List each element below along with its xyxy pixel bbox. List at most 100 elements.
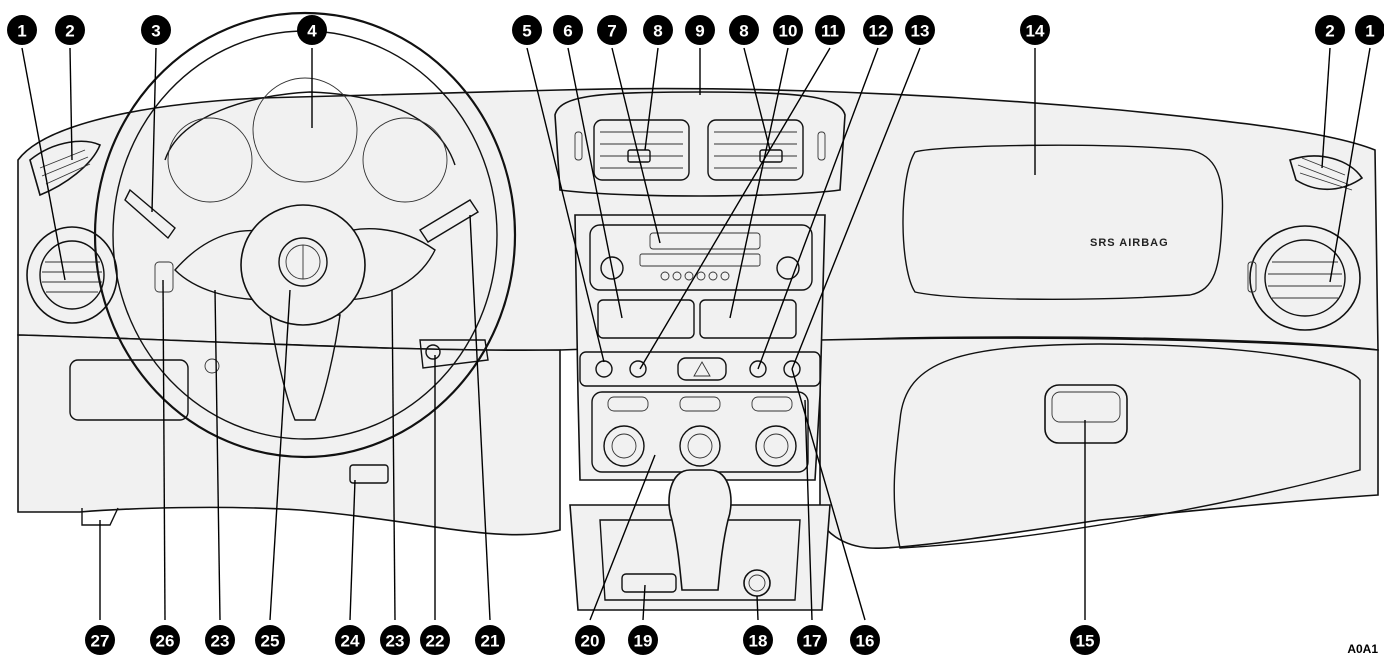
callout-badge [553,15,583,45]
callout-number: 9 [695,22,704,41]
callout-number: 15 [1076,632,1095,651]
switch-16 [783,360,801,378]
left-temperature-knob [603,425,645,467]
hazard-lights-button [677,357,727,381]
storage-compartment-right [699,299,797,339]
callout-bottom-23-left: 23 [205,625,235,655]
radio-unit [589,224,813,291]
callout-bottom-27: 27 [85,625,115,655]
right-temperature-knob [755,425,797,467]
callout-badge [773,15,803,45]
callout-top-13: 13 [905,15,935,45]
ashtray [621,573,677,593]
callout-top-11: 11 [815,15,845,45]
gear-lever [668,469,732,591]
callout-bottom-20: 20 [575,625,605,655]
callout-bottom-23-right: 23 [380,625,410,655]
passenger-airbag-cover [902,144,1224,300]
callout-top-1-right: 1 [1355,15,1384,45]
right-round-vent [1249,225,1361,331]
callout-top-2-left: 2 [55,15,85,45]
center-vent-left [593,119,690,181]
callout-top-10: 10 [773,15,803,45]
callout-badge [905,15,935,45]
callout-badge [863,15,893,45]
figure-reference-code: A0A1 [1347,642,1378,656]
callout-bottom-25: 25 [255,625,285,655]
callout-top-6: 6 [553,15,583,45]
callout-number: 1 [17,22,26,41]
callout-badge [685,15,715,45]
callout-badge [205,625,235,655]
callout-bottom-15: 15 [1070,625,1100,655]
callout-top-9: 9 [685,15,715,45]
callout-badge [597,15,627,45]
callout-badge [420,625,450,655]
airbag-label: SRS AIRBAG [1090,237,1169,249]
callout-top-8-left: 8 [643,15,673,45]
callout-bottom-26: 26 [150,625,180,655]
callout-badge [512,15,542,45]
callout-badge [1355,15,1384,45]
callout-badge [150,625,180,655]
callout-bottom-17: 17 [797,625,827,655]
callout-badge [335,625,365,655]
callout-number: 18 [749,632,768,651]
callout-number: 19 [634,632,653,651]
callout-badge [643,15,673,45]
switch-13 [749,360,767,378]
callout-number: 11 [821,22,839,41]
bonnet-release-lever [81,507,119,526]
callout-number: 21 [481,632,500,651]
callout-top-5: 5 [512,15,542,45]
callout-top-12: 12 [863,15,893,45]
center-console [554,91,846,611]
callout-badge [1070,625,1100,655]
callout-badge [1020,15,1050,45]
callout-badge [141,15,171,45]
callout-number: 22 [426,632,445,651]
callout-top-8-right: 8 [729,15,759,45]
callout-bottom-21: 21 [475,625,505,655]
callout-number: 3 [151,22,160,41]
callout-top-14: 14 [1020,15,1050,45]
callout-number: 8 [739,22,748,41]
right-stalk [419,199,479,243]
callout-top-7: 7 [597,15,627,45]
callout-bottom-18: 18 [743,625,773,655]
right-side-vents [1247,155,1364,331]
center-vent-right [707,119,804,181]
switch-11 [629,360,647,378]
callout-number: 4 [307,22,317,41]
callout-number: 14 [1026,22,1045,41]
callout-top-4: 4 [297,15,327,45]
callout-badge [380,625,410,655]
left-lower-panel [69,359,189,421]
callout-bottom-19: 19 [628,625,658,655]
callout-badge [55,15,85,45]
callout-number: 23 [386,632,405,651]
callout-number: 27 [91,632,110,651]
callout-number: 26 [156,632,175,651]
callout-top-3: 3 [141,15,171,45]
cigar-lighter [743,569,771,597]
callout-number: 7 [607,22,616,41]
callout-number: 20 [581,632,600,651]
callout-number: 10 [779,22,798,41]
callout-number: 6 [563,22,572,41]
callout-number: 1 [1365,22,1374,41]
callout-badge [1315,15,1345,45]
callout-top-2-right: 2 [1315,15,1345,45]
callout-number: 2 [1325,22,1334,41]
callout-badge [7,15,37,45]
callout-badge [85,625,115,655]
callout-badge [255,625,285,655]
callout-number: 5 [522,22,531,41]
ignition-switch [419,339,489,369]
callout-badge [475,625,505,655]
callout-badge [628,625,658,655]
callout-number: 12 [869,22,888,41]
